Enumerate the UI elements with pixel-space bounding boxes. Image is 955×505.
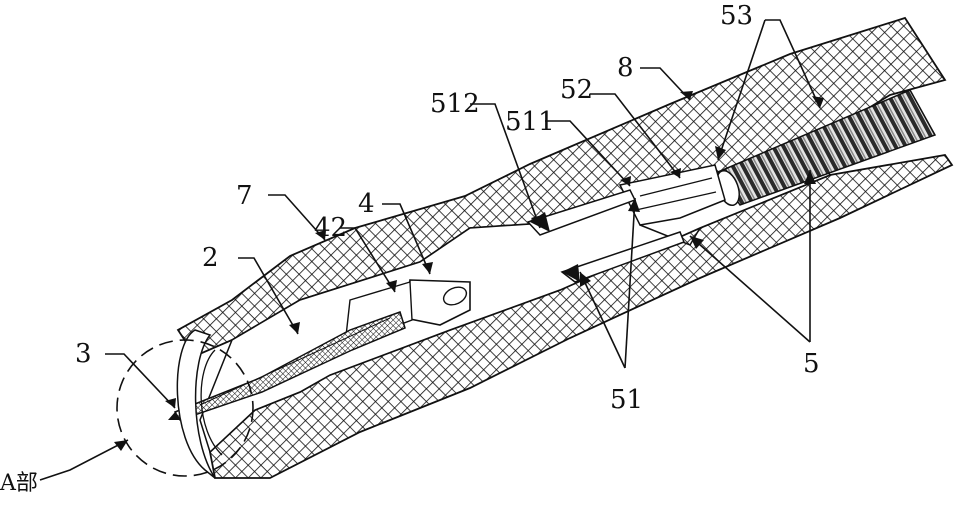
leader-arrowheads [114, 91, 824, 451]
front-needle [168, 311, 406, 421]
label-3: 3 [75, 339, 92, 369]
label-52: 52 [560, 75, 593, 105]
label-8: 8 [617, 53, 634, 83]
tube-front-opening [176, 329, 223, 479]
label-512: 512 [430, 89, 480, 119]
label-53: 53 [720, 1, 753, 31]
inner-channel [199, 147, 832, 454]
label-42: 42 [314, 213, 347, 243]
detail-circle-a [116, 339, 254, 477]
label-4: 4 [358, 189, 375, 219]
label-5: 5 [803, 349, 820, 379]
leader-lines [39, 19, 821, 481]
hook-bars [526, 189, 685, 283]
reference-numerals: 53 8 52 512 511 7 4 42 2 3 5 51 A部 [0, 1, 820, 496]
label-511: 511 [505, 107, 555, 137]
label-detail-a: A部 [0, 471, 38, 496]
label-51: 51 [610, 385, 643, 415]
label-7: 7 [236, 181, 253, 211]
label-2: 2 [202, 243, 219, 273]
inner-sleeve [618, 164, 726, 246]
